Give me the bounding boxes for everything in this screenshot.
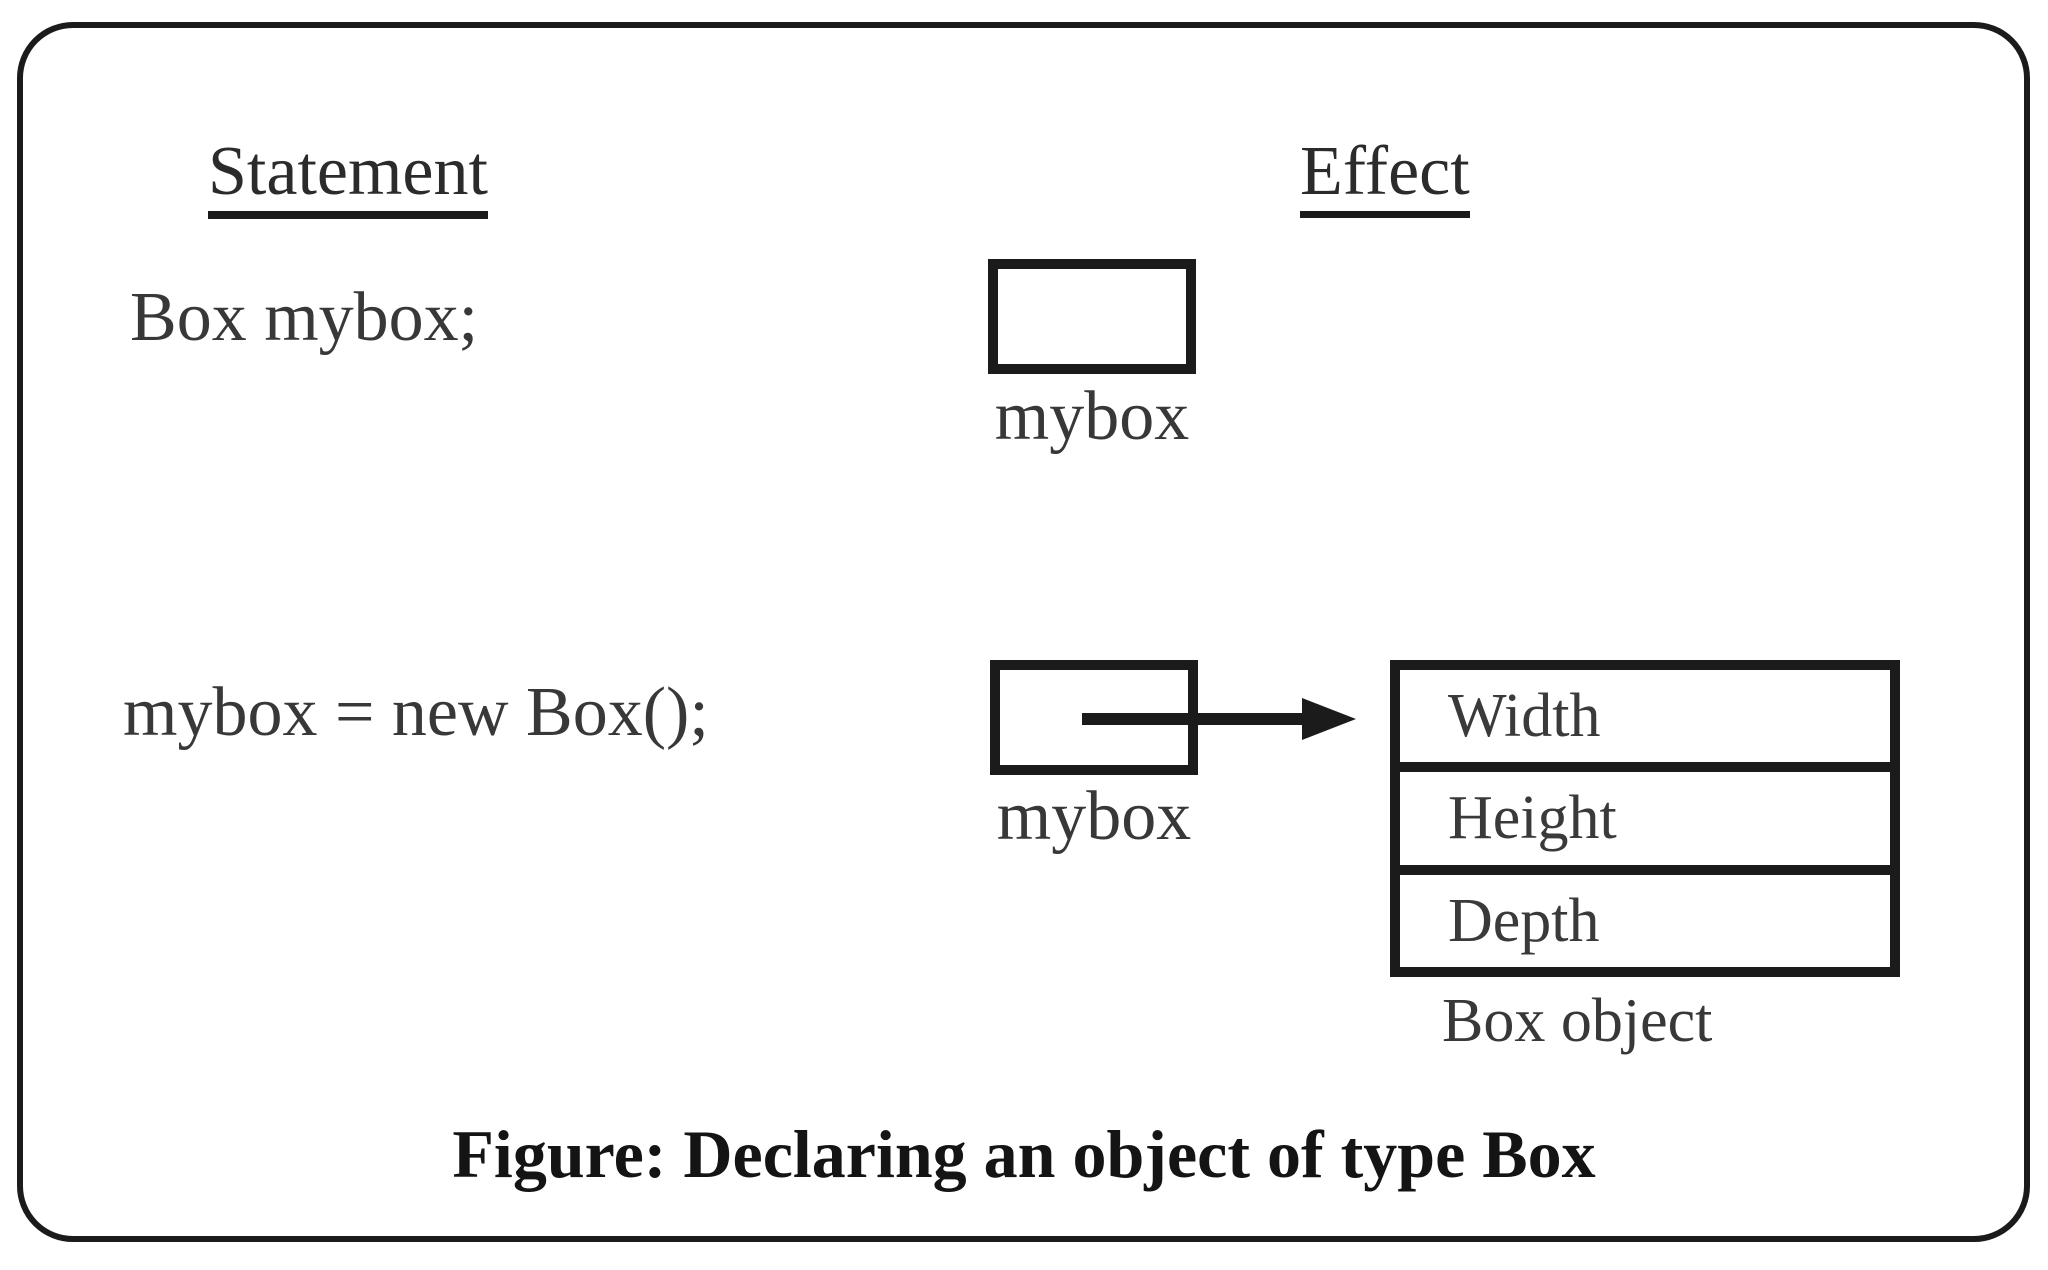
effect-column-header: Effect [1300,137,1470,218]
mybox-label-row2: mybox [996,778,1192,855]
reference-arrow-head-icon [1302,698,1356,740]
box-object-field-height: Height [1400,762,1890,864]
figure-border [17,22,2030,1242]
mybox-reference-box-empty [988,259,1196,374]
mybox-label-row1: mybox [994,378,1190,455]
figure-caption: Figure: Declaring an object of type Box [452,1116,1596,1192]
box-object-field-depth: Depth [1400,864,1890,967]
statement-column-header: Statement [208,137,488,219]
statement-new-box: mybox = new Box(); [123,674,709,751]
box-object-table: Width Height Depth [1390,660,1900,977]
statement-box-declaration: Box mybox; [130,279,479,356]
box-object-field-width: Width [1448,682,1601,751]
box-object-label: Box object [1442,987,1713,1055]
reference-arrow-line [1082,713,1306,725]
